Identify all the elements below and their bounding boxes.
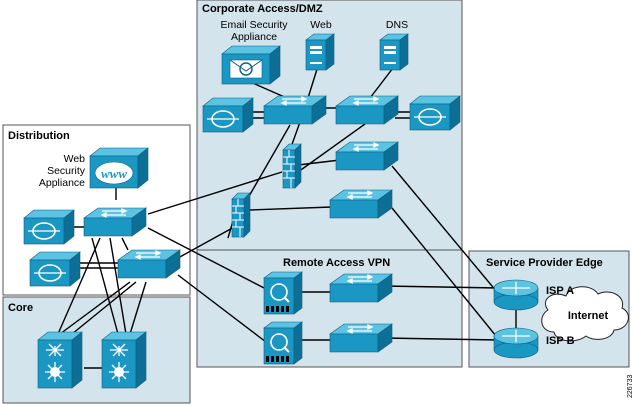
email-appliance-label-2: Appliance — [231, 31, 277, 43]
isp-b-label: ISP B — [546, 335, 575, 347]
firewall-upper-icon — [282, 143, 302, 189]
core-switch-1-icon — [37, 331, 83, 389]
corp-switch-3-icon — [335, 141, 399, 171]
dns-server-label: DNS — [386, 19, 408, 31]
figure-id: 226733 — [627, 375, 634, 398]
corp-switch-1-icon — [263, 95, 327, 125]
web-security-appliance-label-3: Appliance — [39, 177, 85, 189]
web-security-appliance-label-1: Web — [64, 153, 86, 165]
zone-remote-access-vpn — [196, 249, 463, 368]
web-security-appliance-label-2: Security — [47, 165, 86, 177]
dist-switch-1-icon — [83, 207, 147, 237]
dist-switch-2-icon — [117, 249, 181, 279]
vpn-switch-1-icon — [329, 273, 393, 303]
web-server-icon — [305, 33, 335, 71]
corp-switch-4-icon — [329, 189, 393, 219]
zone-title-sp-edge: Service Provider Edge — [486, 257, 603, 269]
isp-a-label: ISP A — [546, 285, 574, 297]
router-isp-a-icon — [493, 279, 539, 311]
dist-appliance-2-icon — [29, 251, 81, 287]
internet-cloud-icon — [541, 286, 629, 342]
vpn-switch-2-icon — [329, 323, 393, 353]
email-appliance-label-1: Email Security — [220, 19, 288, 31]
internet-label: Internet — [568, 310, 609, 322]
zone-title-corporate: Corporate Access/DMZ — [202, 3, 323, 15]
core-switch-2-icon — [101, 331, 147, 389]
dist-appliance-1-icon — [23, 209, 75, 245]
zone-title-remote-vpn: Remote Access VPN — [283, 257, 390, 269]
email-security-appliance-icon — [221, 45, 281, 85]
web-security-appliance-icon: www — [89, 147, 149, 189]
corp-right-appliance-icon — [409, 95, 461, 131]
web-server-label: Web — [310, 19, 332, 31]
firewall-lower-icon — [231, 192, 251, 238]
vpn-concentrator-2-icon — [263, 321, 303, 365]
vpn-concentrator-1-icon — [263, 271, 303, 315]
corp-left-appliance-icon — [202, 97, 254, 133]
zone-title-core: Core — [8, 302, 33, 314]
zone-title-distribution: Distribution — [8, 130, 70, 142]
router-isp-b-icon — [493, 327, 539, 359]
dns-server-icon — [379, 33, 409, 71]
www-glyph: www — [101, 166, 127, 181]
corp-switch-2-icon — [335, 95, 399, 125]
